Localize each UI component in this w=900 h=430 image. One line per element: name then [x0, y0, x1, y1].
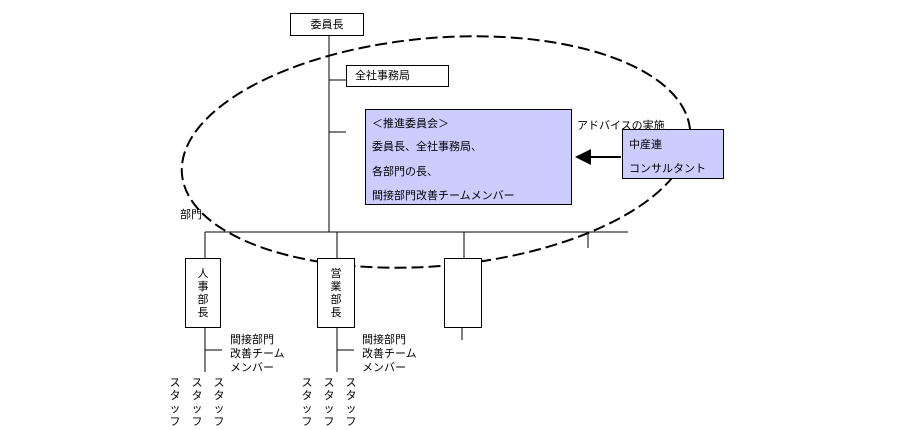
staff-label: スタッフ — [169, 376, 181, 428]
staff-label: スタッフ — [301, 376, 313, 428]
committee-member-line: 間接部門改善チームメンバー — [372, 189, 515, 202]
staff-label: スタッフ — [191, 376, 203, 428]
chairman-label: 委員長 — [310, 18, 344, 31]
committee-box: ＜推進委員会＞ 委員長、全社事務局、 各部門の長、 間接部門改善チームメンバー — [365, 109, 572, 205]
consultant-org: 中産連 — [629, 138, 662, 151]
dept-head-label: 営 業 部 長 — [330, 267, 342, 319]
consultant-box: 中産連 コンサルタント — [622, 129, 724, 179]
staff-label: スタッフ — [213, 376, 225, 428]
secretariat-box: 全社事務局 — [346, 65, 449, 87]
chairman-box: 委員長 — [290, 13, 364, 36]
team-label-sales: 間接部門 改善チーム メンバー — [362, 333, 417, 374]
committee-member-line: 各部門の長、 — [372, 165, 438, 178]
consultant-role: コンサルタント — [629, 162, 706, 175]
committee-member-line: 委員長、全社事務局、 — [372, 140, 482, 153]
dept-head-box-sales: 営 業 部 長 — [317, 258, 355, 328]
committee-title: ＜推進委員会＞ — [372, 117, 449, 130]
department-label: 部門 — [180, 208, 202, 221]
advice-label: アドバイスの実施 — [577, 119, 665, 132]
dept-head-label: 人 事 部 長 — [197, 267, 209, 319]
team-label-hr: 間接部門 改善チーム メンバー — [230, 333, 285, 374]
dept-head-box-empty — [444, 258, 482, 328]
staff-label: スタッフ — [345, 376, 357, 428]
secretariat-label: 全社事務局 — [355, 69, 410, 82]
staff-label: スタッフ — [323, 376, 335, 428]
dept-head-box-hr: 人 事 部 長 — [185, 258, 221, 328]
